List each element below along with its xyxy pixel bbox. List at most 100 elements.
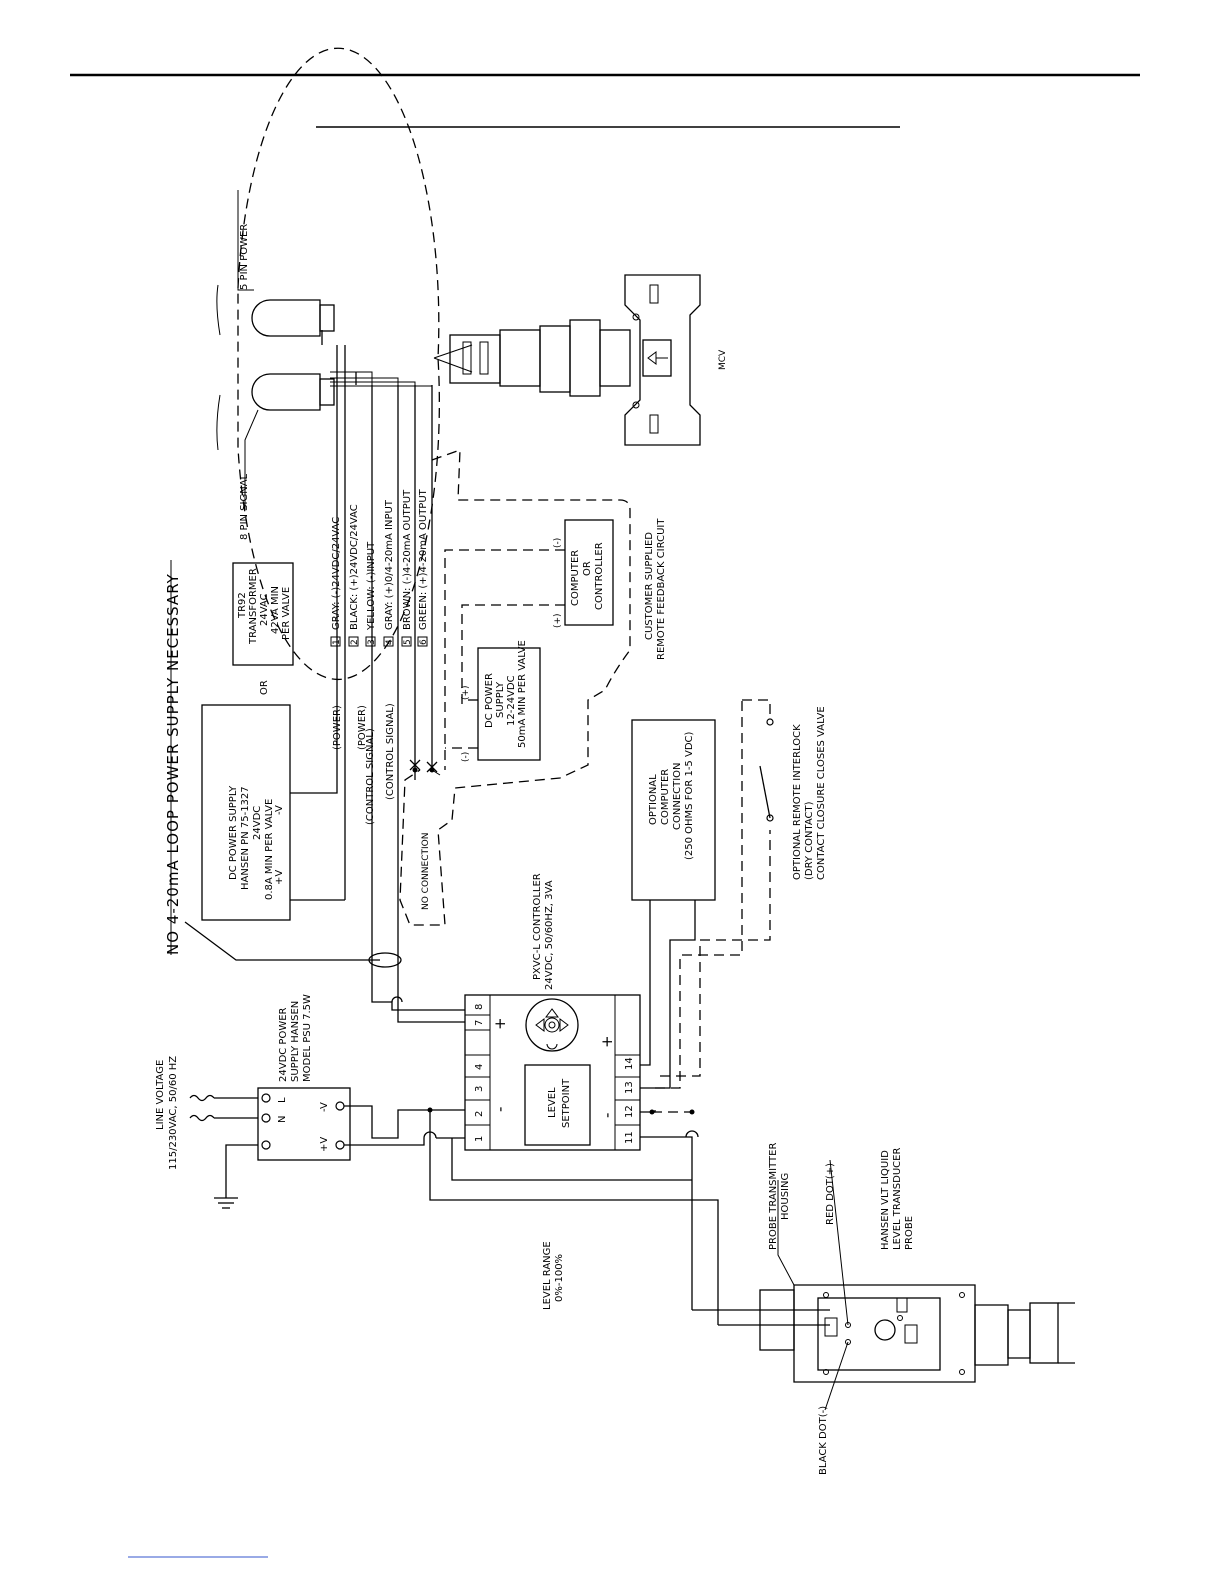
- line-voltage-spec: 115/230VAC, 50/60 HZ: [168, 1056, 179, 1170]
- svg-text:CONNECTION: CONNECTION: [672, 762, 683, 830]
- keypad-up-icon[interactable]: [535, 1018, 545, 1032]
- label-8-pin-signal: 8 PIN SIGNAL: [239, 473, 250, 540]
- connector-8pin: [251, 373, 321, 411]
- svg-text:OPTIONAL REMOTE INTERLOCK: OPTIONAL REMOTE INTERLOCK: [792, 724, 803, 880]
- optional-computer-label: OPTIONAL COMPUTER CONNECTION (250 OHMS F…: [648, 732, 695, 860]
- wire-3-label: YELLOW: (-)INPUT: [366, 541, 377, 631]
- psu-terminal-n: N: [277, 1116, 288, 1123]
- setpoint-label: LEVEL SETPOINT: [547, 1078, 572, 1128]
- keypad-down-icon[interactable]: [559, 1018, 569, 1032]
- svg-text:12-24VDC: 12-24VDC: [506, 675, 517, 726]
- svg-text:24VAC: 24VAC: [259, 593, 270, 626]
- interlock-switch: [759, 765, 771, 819]
- svg-text:HANSEN PN 75-1327: HANSEN PN 75-1327: [240, 786, 251, 890]
- psu-terminal-l: L: [277, 1097, 288, 1103]
- svg-text:LEVEL: LEVEL: [547, 1087, 558, 1118]
- psu-caption: 24VDC POWER SUPPLY HANSEN MODEL PSU 7.5W: [278, 994, 313, 1082]
- svg-text:CONTROLLER: CONTROLLER: [594, 542, 605, 610]
- wire-probe-1: [429, 1110, 719, 1325]
- dc-vplus: +V: [274, 870, 285, 885]
- controller-minus: -: [491, 1106, 509, 1112]
- label-control-2: (CONTROL SIGNAL): [385, 703, 396, 800]
- probe-name-label: HANSEN VLT LIQUID LEVEL TRANSDUCER PROBE: [880, 1148, 915, 1250]
- customer-circuit-label: CUSTOMER SUPPLIED REMOTE FEEDBACK CIRCUI…: [644, 518, 667, 660]
- psu-terminal-vminus: -V: [319, 1102, 330, 1112]
- black-dot-label: BLACK DOT(-): [818, 1406, 829, 1475]
- ac-source-icon: [189, 1094, 215, 1102]
- svg-text:COMPUTER: COMPUTER: [570, 550, 581, 606]
- interlock-contact-1: [766, 718, 774, 726]
- interlock-label: OPTIONAL REMOTE INTERLOCK (DRY CONTACT) …: [792, 706, 827, 880]
- svg-text:SETPOINT: SETPOINT: [561, 1078, 572, 1128]
- controller-caption: PXVC-L CONTROLLER 24VDC, 50/60HZ, 3VA: [532, 873, 555, 990]
- controller-plus: +: [491, 1016, 509, 1030]
- mcv-valve: [449, 274, 701, 446]
- terminal-2: 2: [474, 1111, 485, 1117]
- wire-2-label: BLACK: (+)24VDC/24VAC: [349, 504, 360, 630]
- connector-arc: [216, 284, 221, 451]
- terminal-12: 12: [624, 1105, 635, 1118]
- label-5-pin-power: 5 PIN POWER: [239, 224, 250, 290]
- svg-text:OR: OR: [582, 561, 593, 576]
- svg-text:6: 6: [419, 639, 429, 645]
- keypad-left-icon[interactable]: [545, 1008, 559, 1018]
- tr92-label: TR92 TRANSFORMER 24VAC 42VA MIN PER VALV…: [237, 568, 292, 645]
- dc2-plus: (+): [461, 685, 471, 700]
- wire-1-label: GRAY: (-)24VDC/24VAC: [331, 517, 342, 630]
- dc-power-supply-2-box: [477, 647, 541, 761]
- terminal-11: 11: [624, 1131, 635, 1144]
- svg-text:24VDC: 24VDC: [252, 806, 263, 840]
- svg-text:MODEL PSU 7.5W: MODEL PSU 7.5W: [302, 994, 313, 1082]
- line-voltage-label: LINE VOLTAGE 115/230VAC, 50/60 HZ: [155, 1056, 179, 1170]
- dc2-minus: (-): [461, 752, 471, 762]
- label-power-2: (POWER): [357, 705, 368, 750]
- line-voltage-text: LINE VOLTAGE: [155, 1060, 166, 1130]
- pxvc-l-controller: [464, 994, 641, 1151]
- red-dot-label: RED DOT(+): [825, 1163, 836, 1225]
- keypad-back-icon[interactable]: [546, 1043, 558, 1050]
- connector-5pin: [251, 299, 321, 337]
- terminal-13: 13: [624, 1081, 635, 1094]
- svg-text:0.8A MIN PER VALVE: 0.8A MIN PER VALVE: [264, 799, 275, 900]
- level-setpoint-display: [524, 1064, 591, 1146]
- ground-wire: [225, 1144, 258, 1198]
- no-connection-x: [409, 759, 438, 773]
- dc-vminus: -V: [274, 805, 285, 815]
- terminal-3: 3: [474, 1086, 485, 1092]
- svg-text:COMPUTER: COMPUTER: [660, 769, 671, 825]
- svg-text:OPTIONAL: OPTIONAL: [648, 774, 659, 825]
- svg-text:24VDC, 50/60HZ, 3VA: 24VDC, 50/60HZ, 3VA: [544, 880, 555, 990]
- probe-housing-label: PROBE TRANSMITTER HOUSING: [768, 1143, 791, 1250]
- wire-5-label: BROWN: (-)4-20mA OUTPUT: [402, 489, 413, 630]
- or-text: OR: [259, 680, 270, 695]
- svg-text:24VDC POWER: 24VDC POWER: [278, 1007, 289, 1082]
- computer-plus: (+): [553, 613, 563, 628]
- svg-text:2: 2: [350, 639, 360, 645]
- tr92-box: [232, 562, 294, 666]
- ac-source-icon-2: [189, 1114, 215, 1122]
- svg-text:REMOTE FEEDBACK CIRCUIT: REMOTE FEEDBACK CIRCUIT: [656, 518, 667, 660]
- svg-text:LEVEL RANGE: LEVEL RANGE: [542, 1241, 553, 1310]
- svg-text:SUPPLY HANSEN: SUPPLY HANSEN: [290, 1001, 301, 1082]
- wire-psu-minus: [344, 1105, 465, 1139]
- svg-text:42VA MIN: 42VA MIN: [270, 586, 281, 634]
- probe-housing: [759, 1284, 1075, 1383]
- svg-text:5: 5: [403, 639, 413, 645]
- computer-box: [564, 519, 614, 626]
- svg-text:+: +: [598, 1034, 616, 1048]
- keypad-center-button[interactable]: [544, 1017, 560, 1033]
- svg-text:HANSEN VLT LIQUID: HANSEN VLT LIQUID: [880, 1150, 891, 1250]
- svg-text:CUSTOMER SUPPLIED: CUSTOMER SUPPLIED: [644, 532, 655, 640]
- computer-label: COMPUTER OR CONTROLLER: [570, 542, 605, 610]
- wire-6-label: GREEN: (+)4-20mA OUTPUT: [418, 488, 429, 630]
- svg-text:1: 1: [332, 639, 342, 645]
- terminal-1: 1: [474, 1136, 485, 1142]
- svg-text:SUPPLY: SUPPLY: [495, 681, 506, 718]
- keypad-dial[interactable]: [525, 998, 579, 1052]
- svg-text:4: 4: [385, 639, 395, 645]
- svg-text:50mA MIN PER VALVE: 50mA MIN PER VALVE: [517, 640, 528, 748]
- svg-text:TRANSFORMER: TRANSFORMER: [248, 568, 259, 645]
- wire-4-label: GRAY: (+)0/4-20mA INPUT: [384, 499, 395, 630]
